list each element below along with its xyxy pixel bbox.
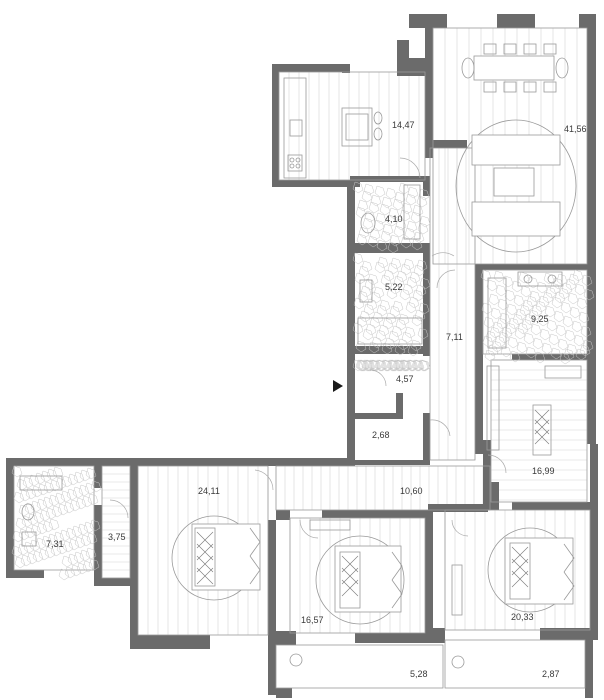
area-label-bedroom-center: 16,57 — [301, 615, 324, 625]
area-label-bathroom-small: 4,10 — [385, 214, 403, 224]
area-label-kitchen: 14,47 — [392, 120, 415, 130]
room-outlines — [13, 27, 591, 689]
area-label-entry-closet: 4,57 — [396, 374, 414, 384]
area-label-corridor: 7,11 — [446, 332, 463, 342]
area-label-living-dining: 41,56 — [564, 124, 587, 134]
area-label-balcony-center: 5,28 — [410, 669, 428, 679]
furniture — [19, 43, 582, 669]
area-label-balcony-right: 2,87 — [542, 669, 560, 679]
area-label-laundry-bath: 7,31 — [46, 539, 64, 549]
walls — [6, 14, 598, 698]
area-label-storage: 2,68 — [372, 430, 390, 440]
area-label-wardrobe: 3,75 — [108, 532, 126, 542]
entrance-arrow — [333, 380, 343, 392]
area-label-bedroom-bottom-right: 20,33 — [511, 612, 534, 622]
area-label-master-bathroom: 9,25 — [531, 314, 549, 324]
doors — [109, 157, 507, 539]
area-label-bedroom-right: 16,99 — [532, 466, 555, 476]
area-labels: 14,47 41,56 4,10 5,22 7,11 9,25 4,57 2,68 16,99 1… — [46, 120, 587, 679]
bathroom-tiles — [11, 181, 595, 581]
area-label-bathroom-middle: 5,22 — [385, 282, 403, 292]
area-label-bedroom-left: 24,11 — [198, 486, 220, 496]
area-label-hall: 10,60 — [400, 486, 423, 496]
